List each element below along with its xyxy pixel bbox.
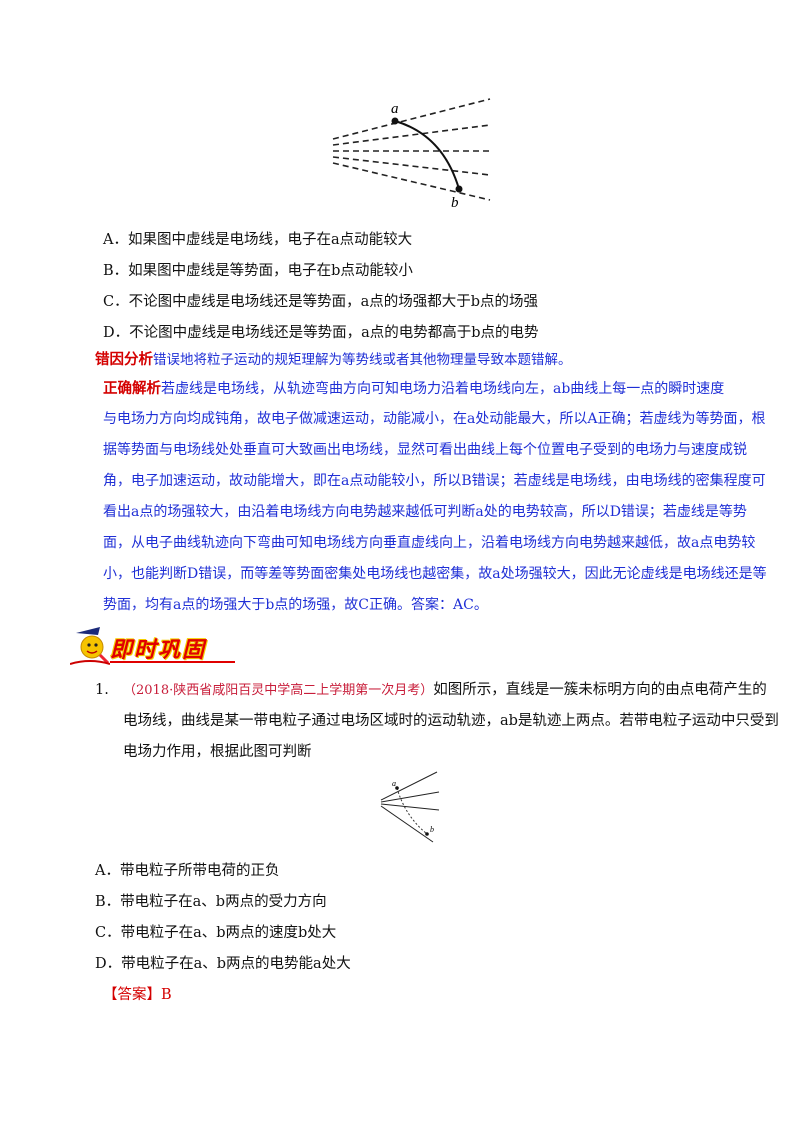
correct-analysis-line-4: 角，电子加速运动，故动能增大，即在a点动能较小，所以B错误；若虚线是电场线，由电… xyxy=(103,473,766,489)
dashed-line-5 xyxy=(332,162,491,201)
particle-trajectory xyxy=(396,787,428,835)
error-analysis: 错因分析错误地将粒子运动的规矩理解为等势线或者其他物理量导致本题错解。 xyxy=(95,350,572,370)
label-b: b xyxy=(430,825,434,834)
correct-analysis-tag: 正确解析 xyxy=(103,380,161,397)
field-line-1 xyxy=(380,771,438,801)
question-1-line-2: 电场线，曲线是某一带电粒子通过电场区域时的运动轨迹，ab是轨迹上两点。若带电粒子… xyxy=(123,713,779,729)
question-1-line-1: 如图所示，直线是一簇未标明方向的由点电荷产生的 xyxy=(433,682,767,698)
error-analysis-tag: 错因分析 xyxy=(95,351,153,368)
section-banner: 即时巩固 xyxy=(70,625,240,667)
correct-analysis-line-2: 与电场力方向均成钝角，故电子做减速运动，动能减小，在a处动能最大，所以A正确；若… xyxy=(103,411,766,427)
error-analysis-text: 错误地将粒子运动的规矩理解为等势线或者其他物理量导致本题错解。 xyxy=(153,352,572,368)
option-1-d: D．不论图中虚线是电场线还是等势面，a点的电势都高于b点的电势 xyxy=(103,325,539,341)
dashed-line-1 xyxy=(332,98,491,140)
field-line-3 xyxy=(380,803,440,811)
option-1-b: B．如果图中虚线是等势面，电子在b点动能较小 xyxy=(103,263,413,279)
correct-analysis-line-3: 据等势面与电场线处处垂直可大致画出电场线，显然可看出曲线上每个位置电子受到的电场… xyxy=(103,442,747,458)
answer-label: 【答案】B xyxy=(103,987,172,1003)
trajectory-curve xyxy=(394,120,460,190)
section-underline xyxy=(110,661,235,663)
question-1-stem: （2018·陕西省咸阳百灵中学高二上学期第一次月考）如图所示，直线是一簇未标明方… xyxy=(123,675,779,768)
question-1-number: 1. xyxy=(95,682,109,698)
point-a-dot xyxy=(395,786,399,790)
option-2-c: C．带电粒子在a、b两点的速度b处大 xyxy=(95,925,337,941)
point-b-dot xyxy=(455,185,463,193)
correct-analysis-line-7: 小，也能判断D错误，而等差等势面密集处电场线也越密集，故a处场强较大，因此无论虚… xyxy=(103,566,767,582)
option-1-a: A．如果图中虚线是电场线，电子在a点动能较大 xyxy=(103,232,413,248)
option-2-a: A．带电粒子所带电荷的正负 xyxy=(95,863,280,879)
correct-analysis-line-5: 看出a点的场强较大，由沿着电场线方向电势越来越低可判断a处的电势较高，所以D错误… xyxy=(103,504,747,520)
correct-analysis: 正确解析若虚线是电场线，从轨迹弯曲方向可知电场力沿着电场线向左，ab曲线上每一点… xyxy=(103,373,767,621)
question-1-source: （2018·陕西省咸阳百灵中学高二上学期第一次月考） xyxy=(123,683,434,698)
label-b: b xyxy=(451,195,459,210)
field-lines-figure-2: a b xyxy=(380,771,440,843)
question-1-line-3: 电场力作用，根据此图可判断 xyxy=(123,744,312,760)
dashed-line-4 xyxy=(332,156,491,176)
option-2-b: B．带电粒子在a、b两点的受力方向 xyxy=(95,894,327,910)
label-a: a xyxy=(392,779,396,788)
field-lines-figure-1: a b xyxy=(332,98,491,210)
point-a-dot xyxy=(391,117,399,125)
field-line-4 xyxy=(380,805,434,843)
option-1-c: C．不论图中虚线是电场线还是等势面，a点的场强都大于b点的场强 xyxy=(103,294,539,310)
dashed-line-2 xyxy=(332,124,491,146)
section-title: 即时巩固 xyxy=(110,638,207,663)
pencil-mascot-icon xyxy=(70,627,110,665)
correct-analysis-line-6: 面，从电子曲线轨迹向下弯曲可知电场线方向垂直虚线向上，沿着电场线方向电势越来越低… xyxy=(103,535,756,551)
point-b-dot xyxy=(425,832,429,836)
field-line-2 xyxy=(380,791,440,803)
correct-analysis-line-8: 势面，均有a点的场强大于b点的场强，故C正确。答案：AC。 xyxy=(103,597,488,613)
option-2-d: D．带电粒子在a、b两点的电势能a处大 xyxy=(95,956,351,972)
correct-analysis-line-1: 正确解析若虚线是电场线，从轨迹弯曲方向可知电场力沿着电场线向左，ab曲线上每一点… xyxy=(103,380,725,397)
label-a: a xyxy=(391,101,399,117)
